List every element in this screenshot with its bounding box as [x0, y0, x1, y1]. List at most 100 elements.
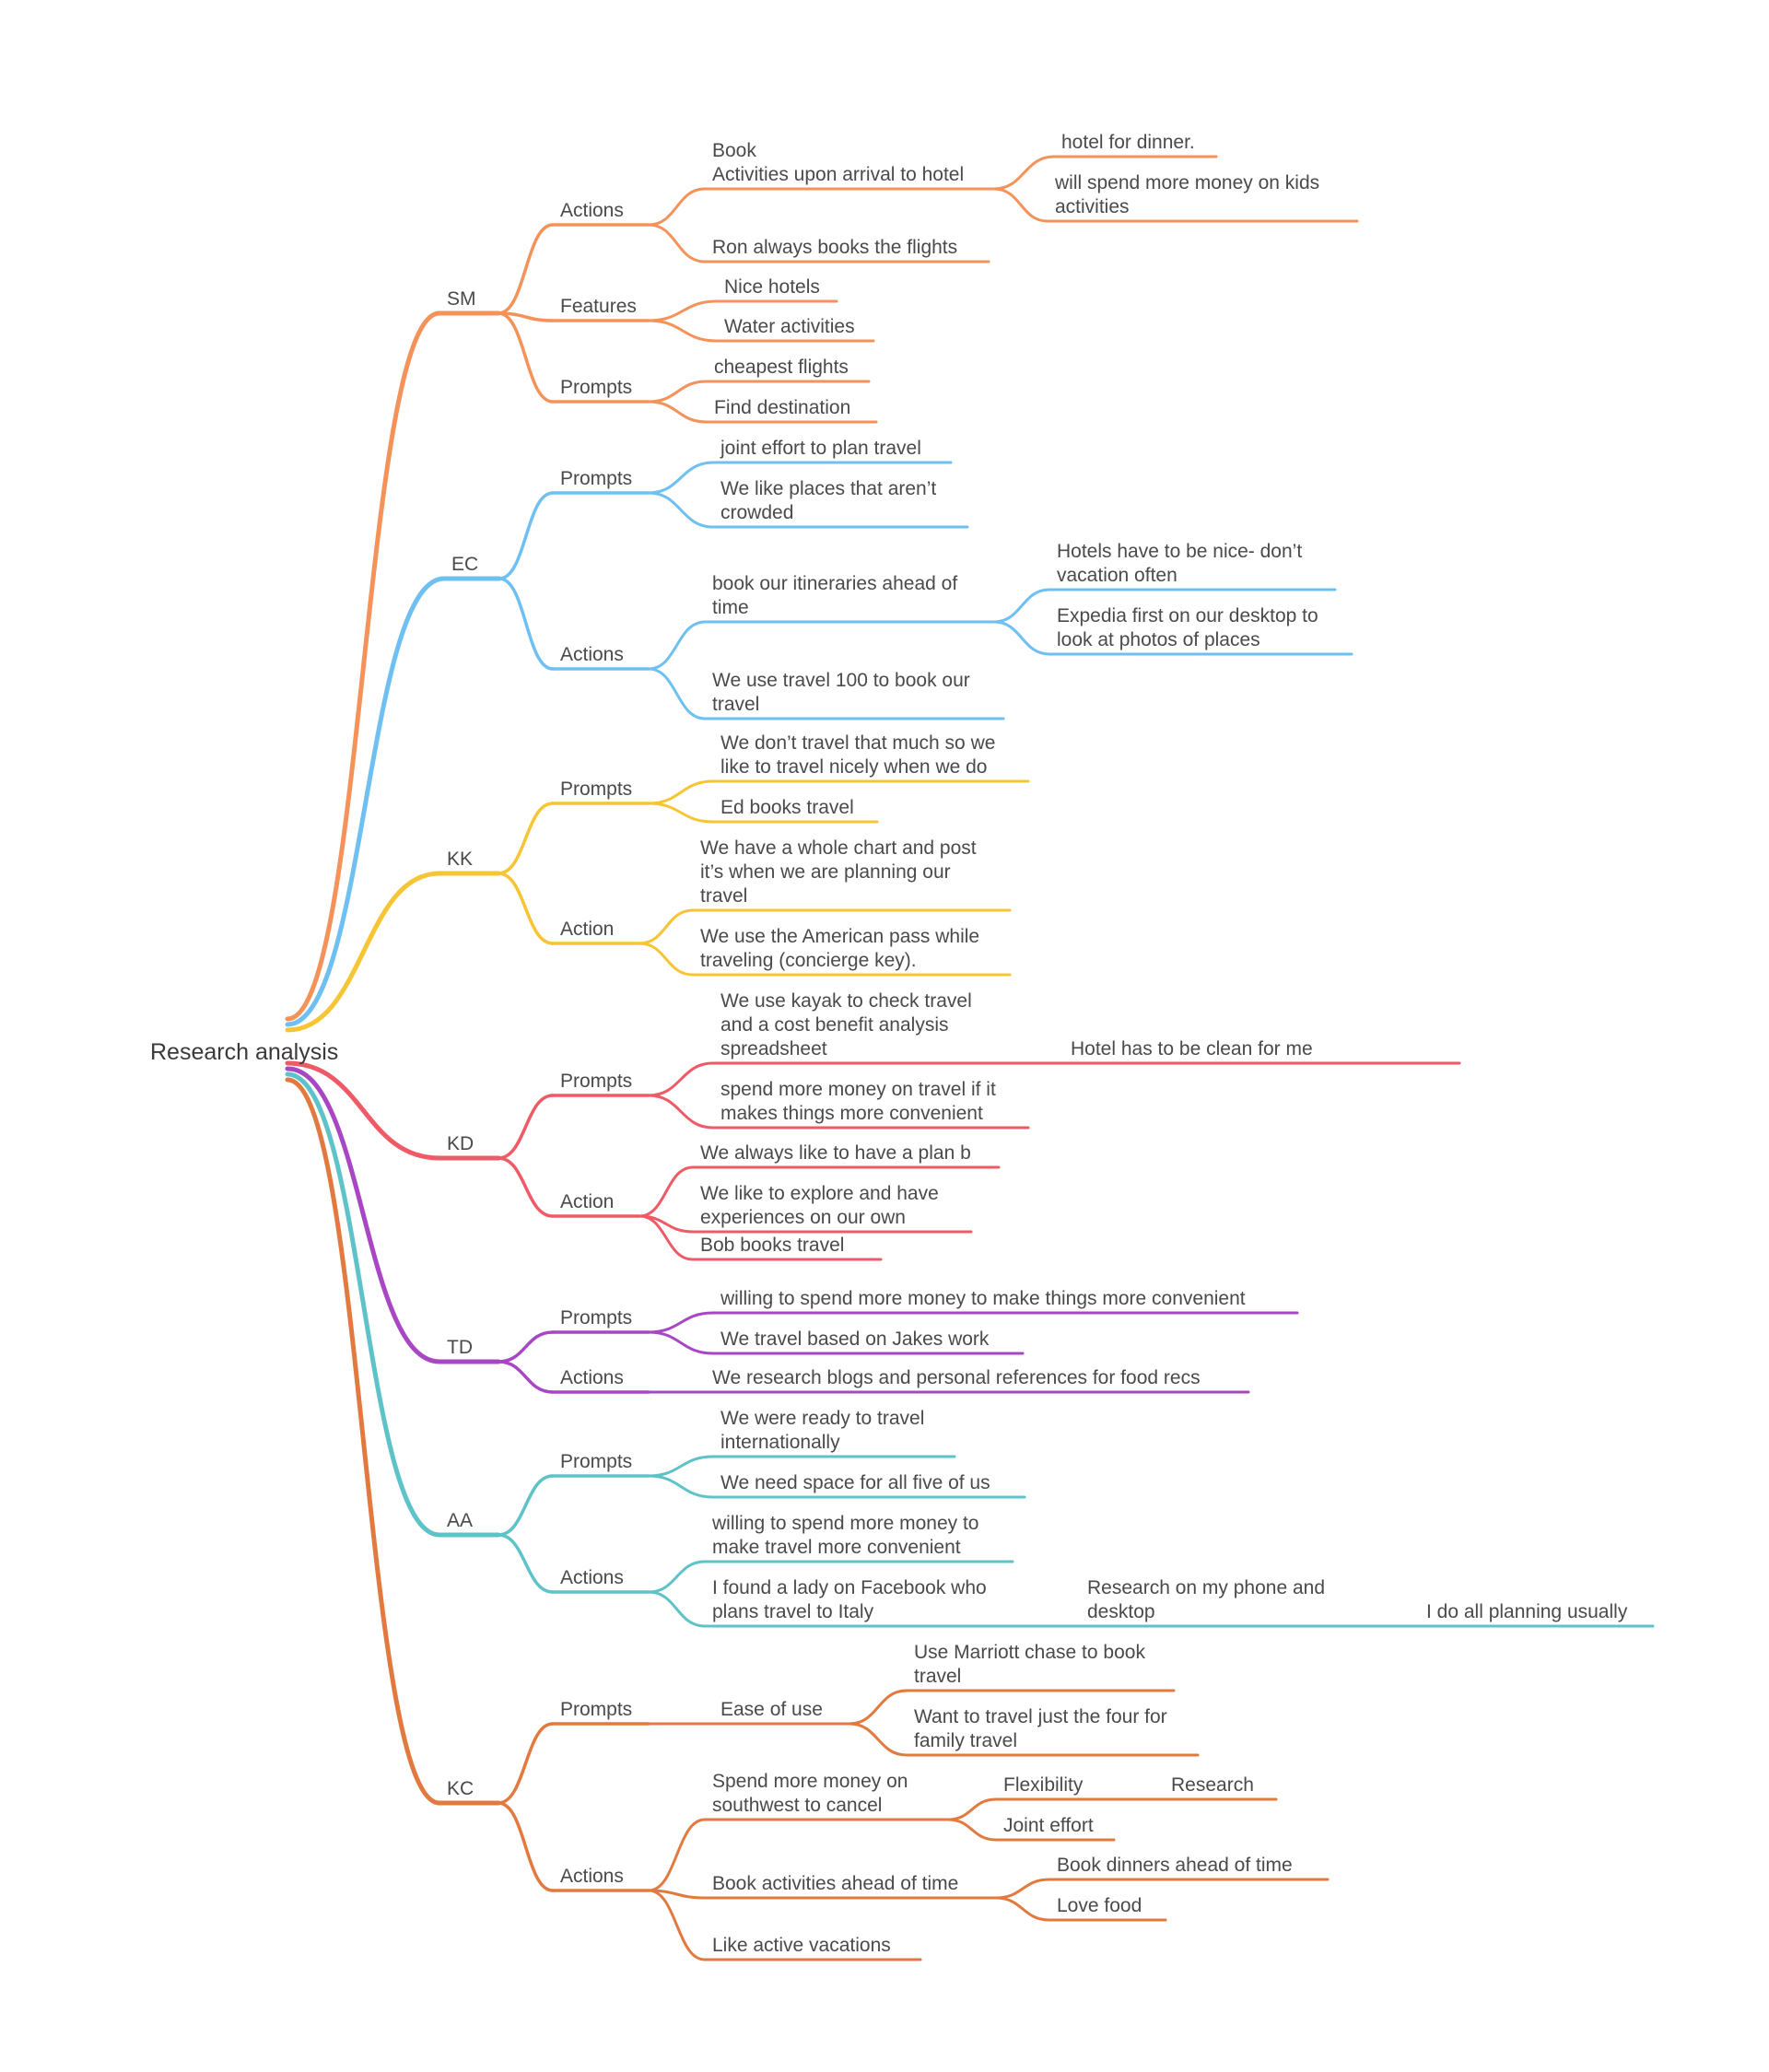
node-i-do-all-planning-usually[interactable]: I do all planning usually: [1426, 1601, 1628, 1622]
connector-book-our-itineraries-ahead-of-time: [647, 620, 707, 671]
node-we-research-blogs-and-personal-reference[interactable]: We research blogs and personal reference…: [712, 1367, 1201, 1388]
connector-hotels-have-to-be-nice-don-t-vacation-of: [992, 588, 1051, 624]
root-node-label[interactable]: Research analysis: [150, 1039, 338, 1065]
node-actions[interactable]: Actions: [560, 644, 624, 665]
node-prompts[interactable]: Prompts: [560, 778, 632, 800]
node-hotel-has-to-be-clean-for-me[interactable]: Hotel has to be clean for me: [1071, 1038, 1313, 1059]
node-like-active-vacations[interactable]: Like active vacations: [712, 1935, 891, 1956]
node-ease-of-use[interactable]: Ease of use: [720, 1699, 823, 1720]
node-we-travel-based-on-jakes-work[interactable]: We travel based on Jakes work: [720, 1329, 990, 1350]
node-prompts[interactable]: Prompts: [560, 1071, 632, 1092]
node-book-dinners-ahead-of-time[interactable]: Book dinners ahead of time: [1057, 1855, 1293, 1876]
connector-prompts: [498, 491, 555, 580]
connector-we-don-t-travel-that-much-so-we-like-to-: [647, 779, 715, 805]
node-actions[interactable]: Actions: [560, 1866, 624, 1887]
node-research[interactable]: Research: [1171, 1774, 1254, 1796]
connector-features: [497, 311, 555, 322]
connector-kk: [285, 871, 442, 1033]
node-cheapest-flights[interactable]: cheapest flights: [714, 357, 849, 378]
node-action[interactable]: Action: [560, 919, 614, 940]
connector-we-use-the-american-pass-while-traveling: [638, 942, 695, 977]
connector-prompts: [497, 802, 555, 875]
connector-cheapest-flights: [647, 380, 709, 404]
connector-actions: [498, 577, 555, 671]
connector-joint-effort-to-plan-travel: [647, 461, 715, 495]
connector-actions: [497, 1801, 555, 1892]
node-td[interactable]: TD: [447, 1337, 473, 1358]
connector-we-use-travel-100-to-book-our-travel: [647, 667, 707, 720]
node-joint-effort[interactable]: Joint effort: [1003, 1815, 1094, 1836]
node-bob-books-travel[interactable]: Bob books travel: [700, 1235, 844, 1256]
node-prompts[interactable]: Prompts: [560, 1307, 632, 1329]
connector-willing-to-spend-more-money-to-make-thin: [647, 1311, 715, 1334]
node-sm[interactable]: SM: [447, 288, 476, 310]
connector-use-marriott-chase-to-book-travel: [848, 1689, 908, 1726]
connector-ron-always-books-the-flights: [647, 223, 707, 263]
node-hotel-for-dinner[interactable]: hotel for dinner.: [1061, 132, 1195, 153]
node-we-always-like-to-have-a-plan-b[interactable]: We always like to have a plan b: [700, 1142, 971, 1164]
connector-ed-books-travel: [647, 802, 715, 824]
connector-we-were-ready-to-travel-internationally: [647, 1455, 715, 1478]
node-actions[interactable]: Actions: [560, 1367, 624, 1388]
node-we-need-space-for-all-five-of-us[interactable]: We need space for all five of us: [720, 1472, 990, 1493]
connector-prompts: [497, 1722, 555, 1805]
node-ed-books-travel[interactable]: Ed books travel: [720, 797, 854, 818]
connector-want-to-travel-just-the-four-for-family-: [848, 1722, 908, 1757]
connector-love-food: [994, 1896, 1051, 1922]
node-nice-hotels[interactable]: Nice hotels: [724, 276, 820, 298]
node-kd[interactable]: KD: [447, 1133, 474, 1154]
node-kc[interactable]: KC: [447, 1778, 474, 1799]
connector-we-need-space-for-all-five-of-us: [647, 1474, 715, 1499]
node-prompts[interactable]: Prompts: [560, 1451, 632, 1472]
node-features[interactable]: Features: [560, 296, 637, 317]
node-ron-always-books-the-flights[interactable]: Ron always books the flights: [712, 237, 957, 258]
node-willing-to-spend-more-money-to-make-thin[interactable]: willing to spend more money to make thin…: [720, 1288, 1246, 1309]
connector-we-travel-based-on-jakes-work: [647, 1330, 715, 1355]
connector-expedia-first-on-our-desktop-to-look-at-: [992, 620, 1051, 656]
node-find-destination[interactable]: Find destination: [714, 397, 850, 418]
node-book-activities-ahead-of-time[interactable]: Book activities ahead of time: [712, 1873, 958, 1894]
connector-we-have-a-whole-chart-and-post-it-s-when: [638, 908, 695, 945]
connector-we-like-places-that-aren-t-crowded: [647, 491, 715, 529]
node-flexibility[interactable]: Flexibility: [1003, 1774, 1084, 1796]
connector-prompts: [497, 1330, 555, 1364]
node-prompts[interactable]: Prompts: [560, 1699, 632, 1720]
node-water-activities[interactable]: Water activities: [724, 316, 855, 337]
connector-book-dinners-ahead-of-time: [994, 1878, 1051, 1900]
node-prompts[interactable]: Prompts: [560, 468, 632, 489]
node-prompts[interactable]: Prompts: [560, 377, 632, 398]
node-love-food[interactable]: Love food: [1057, 1895, 1142, 1916]
node-joint-effort-to-plan-travel[interactable]: joint effort to plan travel: [720, 438, 921, 459]
node-aa[interactable]: AA: [447, 1510, 473, 1531]
node-actions[interactable]: Actions: [560, 1567, 624, 1588]
connector-will-spend-more-money-on-kids-activities: [992, 187, 1049, 223]
node-ec[interactable]: EC: [451, 554, 478, 575]
node-actions[interactable]: Actions: [560, 200, 624, 221]
connector-hotel-for-dinner: [992, 155, 1056, 191]
node-action[interactable]: Action: [560, 1191, 614, 1212]
connector-like-active-vacations: [647, 1889, 707, 1961]
node-kk[interactable]: KK: [447, 849, 473, 870]
